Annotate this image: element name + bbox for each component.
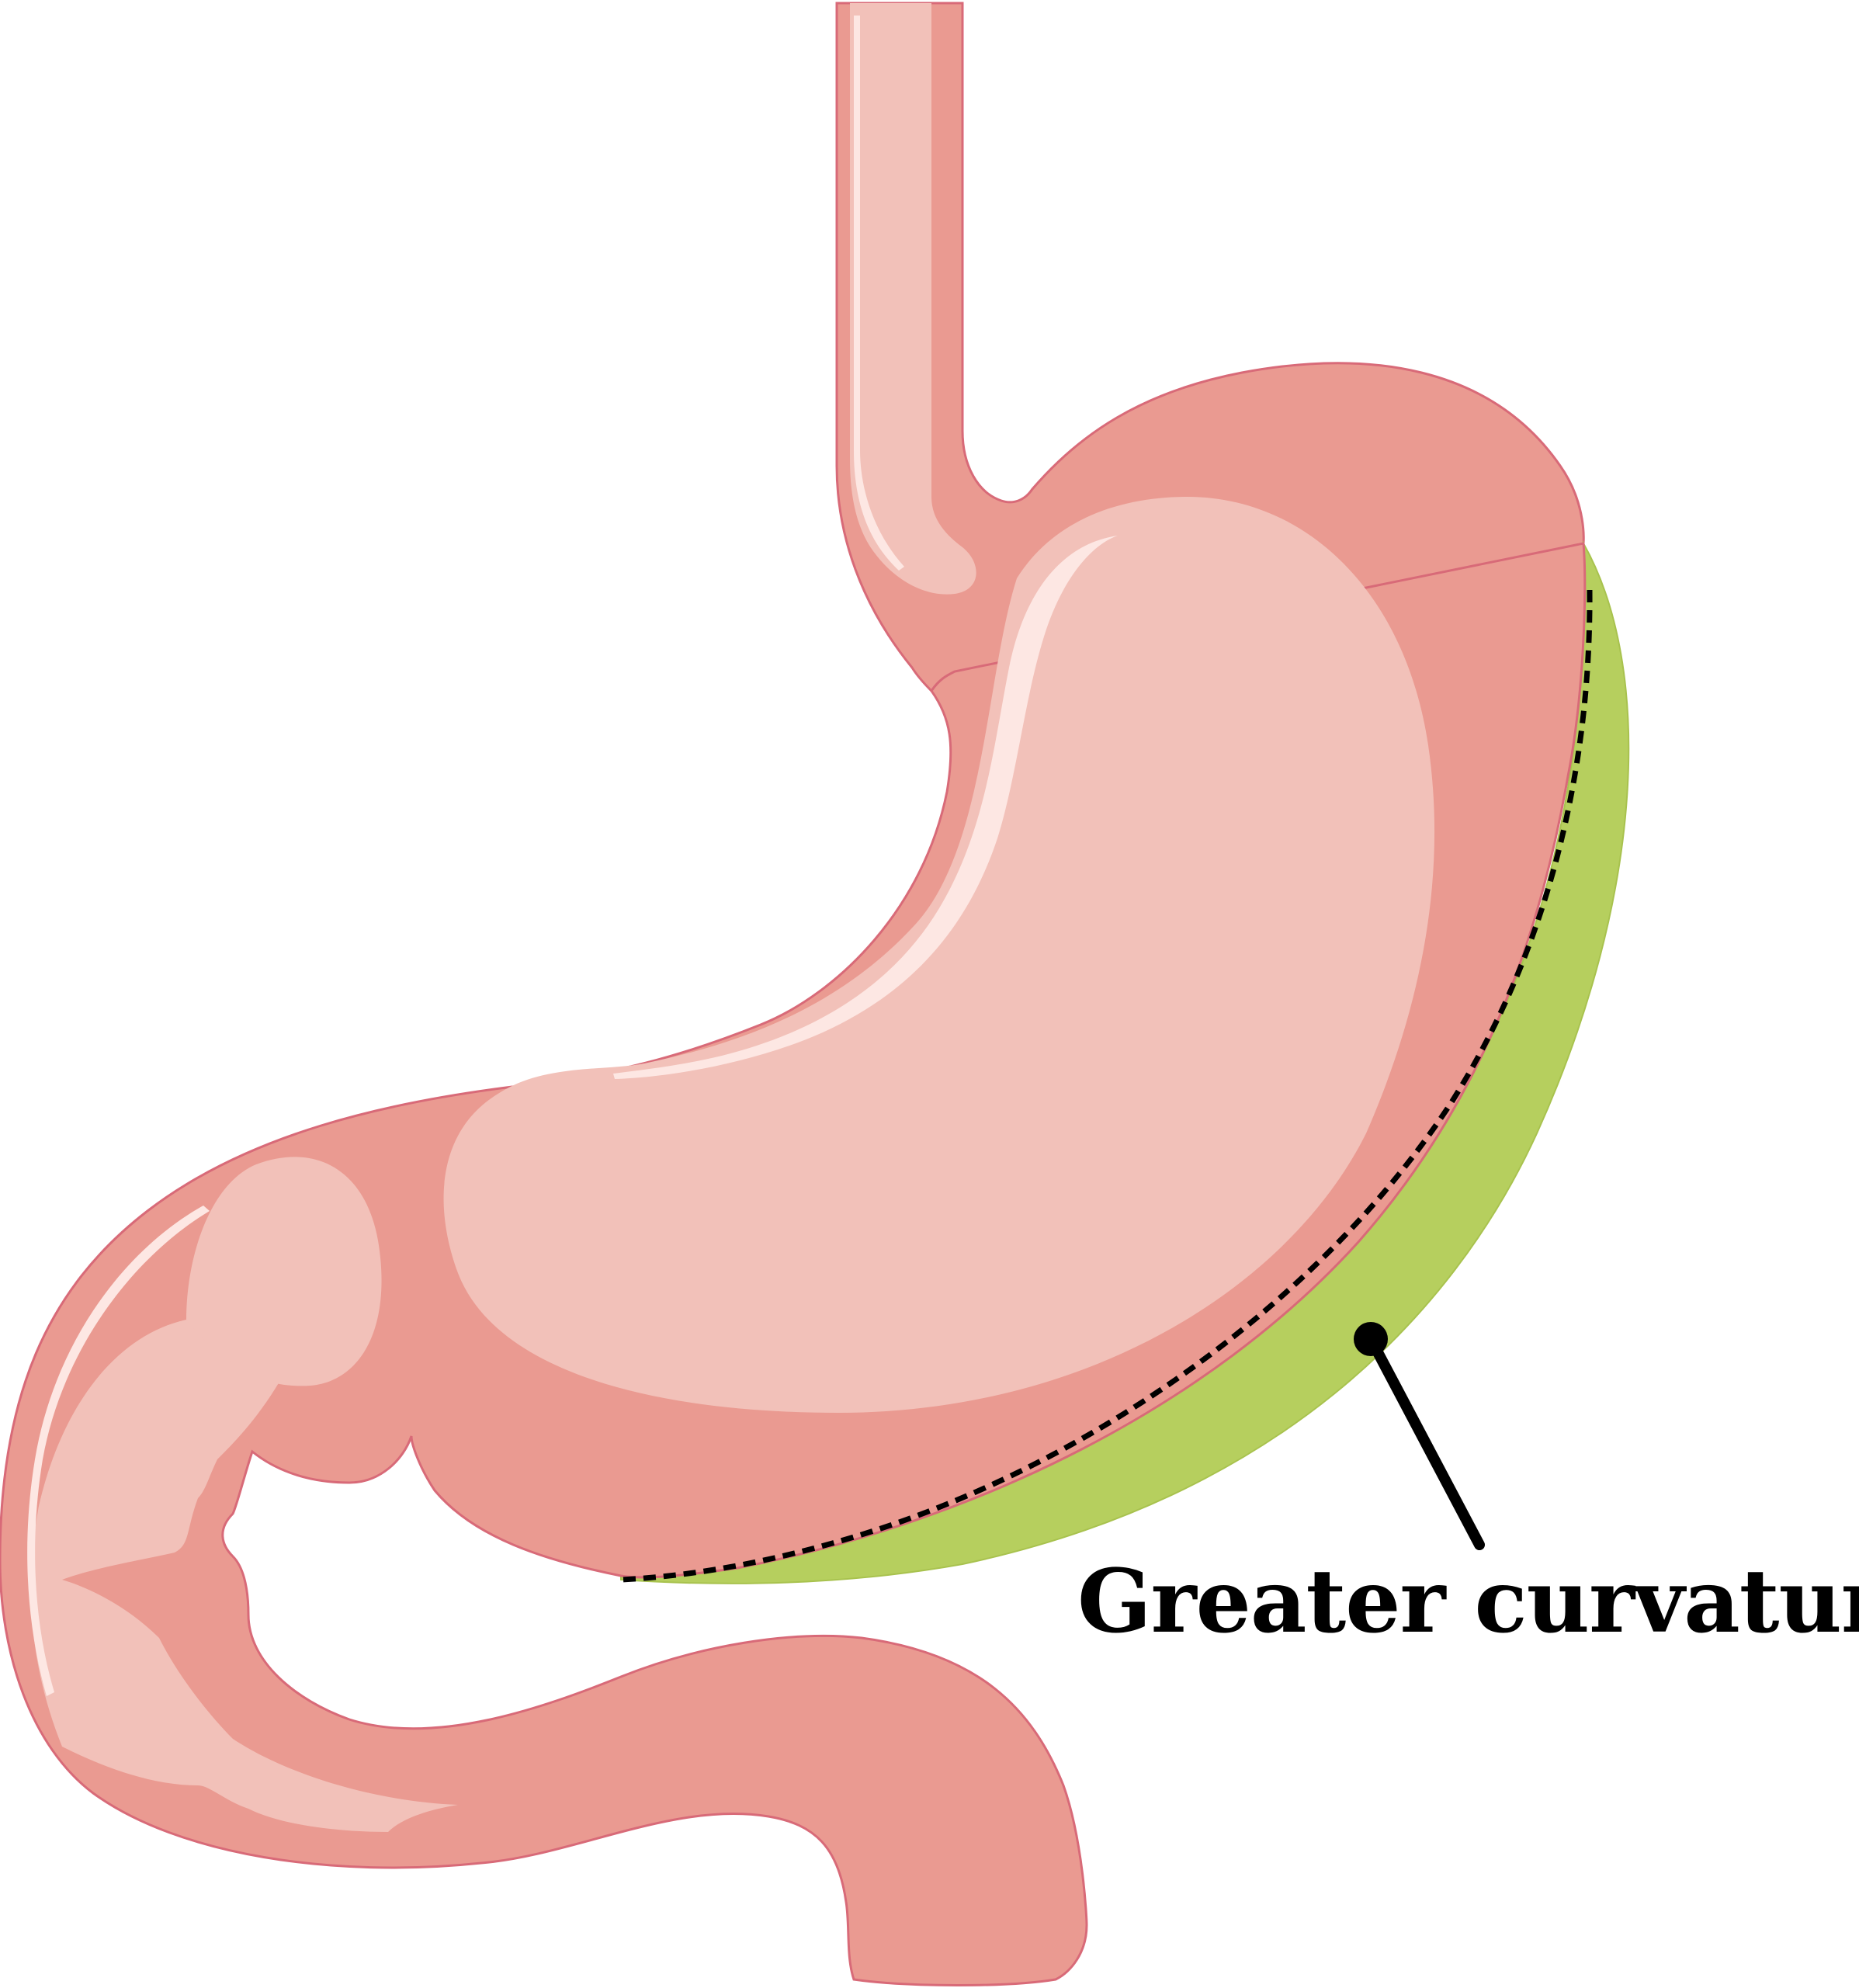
pointer-dot <box>1354 1322 1388 1356</box>
esophagus <box>835 2 1585 692</box>
curvature-dashed-line <box>620 589 1593 1583</box>
stomach-inner-body <box>443 497 1435 1413</box>
greater-curvature-label: Greater curvature <box>1077 1551 1859 1653</box>
esophagus-highlight <box>854 16 904 571</box>
pointer-line <box>1365 1334 1485 1550</box>
duodenum-inner <box>31 1320 458 1832</box>
esophagus-inner <box>850 3 976 595</box>
pylorus <box>186 1157 382 1386</box>
